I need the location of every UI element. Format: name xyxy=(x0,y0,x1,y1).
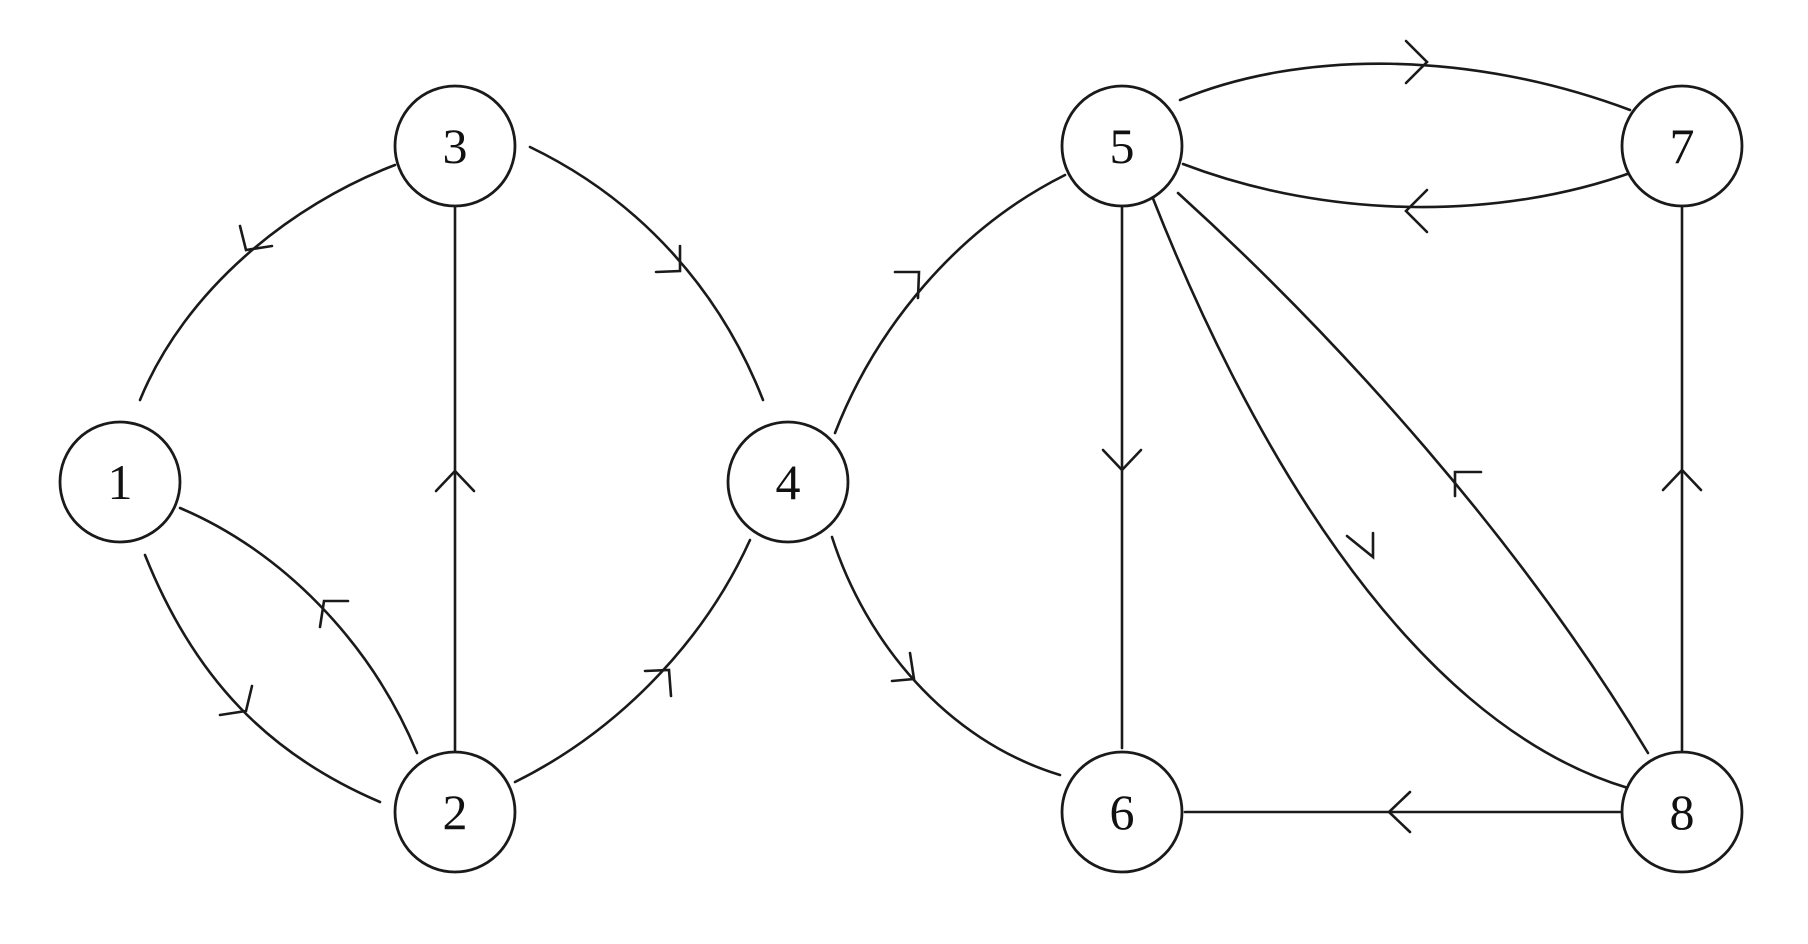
edges xyxy=(138,62,1684,814)
arrowhead-4-to-5 xyxy=(893,270,921,300)
node-5-circle xyxy=(1060,84,1184,208)
arrowhead-2-to-4 xyxy=(643,668,673,698)
edge-2-to-4 xyxy=(513,538,752,784)
node-2-label: 2 xyxy=(443,784,468,840)
node-7-label: 7 xyxy=(1670,118,1695,174)
node-5-label: 5 xyxy=(1110,118,1135,174)
node-5: 5 xyxy=(1060,84,1184,208)
arrowhead-4-to-3 xyxy=(654,244,682,274)
arrowhead-1-to-2 xyxy=(218,684,254,717)
node-7: 7 xyxy=(1620,84,1744,208)
node-3: 3 xyxy=(393,84,517,208)
node-2: 2 xyxy=(393,750,517,874)
node-1-circle xyxy=(58,420,182,544)
arrowhead-8-to-5 xyxy=(1453,470,1483,498)
arrowhead-8-to-7 xyxy=(1661,468,1703,492)
arrowhead-5-to-8 xyxy=(1345,531,1375,560)
arrowhead-5-to-7 xyxy=(1404,39,1429,85)
node-6: 6 xyxy=(1060,750,1184,874)
edge-4-to-6 xyxy=(830,535,1062,777)
node-8-label: 8 xyxy=(1670,784,1695,840)
node-8: 8 xyxy=(1620,750,1744,874)
node-4: 4 xyxy=(726,420,850,544)
edge-4-to-3 xyxy=(528,145,765,402)
node-4-circle xyxy=(726,420,850,544)
edge-4-to-5 xyxy=(833,173,1067,435)
node-4-label: 4 xyxy=(776,454,801,510)
node-7-circle xyxy=(1620,84,1744,208)
node-1: 1 xyxy=(58,420,182,544)
node-3-label: 3 xyxy=(443,118,468,174)
arrowhead-3-to-1 xyxy=(238,224,274,252)
edge-5-to-8 xyxy=(1150,194,1630,790)
arrowhead-5-to-6 xyxy=(1101,448,1143,472)
node-6-label: 6 xyxy=(1110,784,1135,840)
arrowhead-7-to-5 xyxy=(1404,188,1429,234)
arrowheads xyxy=(218,39,1703,834)
edge-7-to-5 xyxy=(1181,162,1635,209)
edge-5-to-7 xyxy=(1178,62,1632,112)
edge-3-to-1 xyxy=(138,163,397,402)
edge-8-to-5 xyxy=(1176,191,1650,755)
arrowhead-2-to-3 xyxy=(434,469,476,493)
edge-1-to-2 xyxy=(143,553,382,804)
arrowhead-2-to-1 xyxy=(318,599,350,629)
node-2-circle xyxy=(393,750,517,874)
node-6-circle xyxy=(1060,750,1184,874)
edge-2-to-1 xyxy=(178,506,419,755)
arrowhead-4-to-6 xyxy=(890,651,916,683)
arrowhead-8-to-6 xyxy=(1387,790,1412,834)
node-3-circle xyxy=(393,84,517,208)
node-1-label: 1 xyxy=(108,454,133,510)
nodes: 1 2 3 4 5 6 7 8 xyxy=(58,84,1744,874)
node-8-circle xyxy=(1620,750,1744,874)
